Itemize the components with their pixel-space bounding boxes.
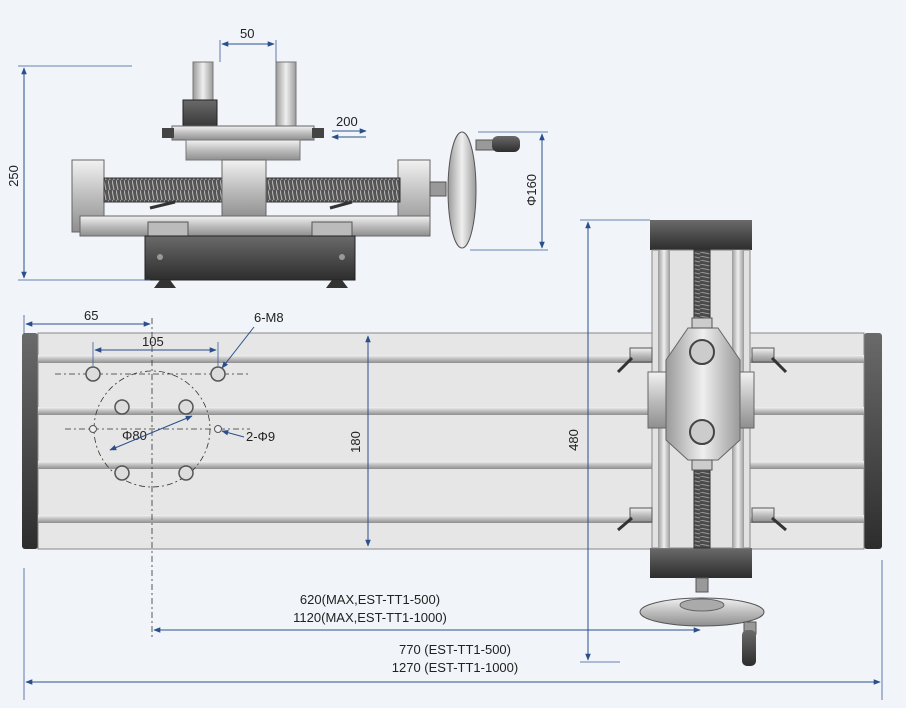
label-travel-1000: 1120(MAX,EST-TT1-1000)	[293, 610, 447, 625]
thread-hole	[85, 366, 101, 382]
lower-jaw	[185, 139, 301, 161]
label-pcd: Φ80	[122, 428, 147, 443]
cross-end-bottom	[650, 548, 752, 578]
label-thread-holes: 6-M8	[254, 310, 284, 325]
foot-right	[326, 280, 348, 288]
cross-dimensions: 480	[566, 219, 650, 663]
cross-handwheel	[639, 597, 765, 627]
cross-end-top	[650, 220, 752, 250]
bottom-dimensions: 620(MAX,EST-TT1-500) 1120(MAX,EST-TT1-10…	[23, 560, 883, 700]
lever-left	[149, 200, 176, 210]
side-view-dimensions: 50 250 200 Φ160	[6, 26, 548, 281]
dim-offset-x: 65	[84, 308, 98, 323]
dim-top-width: 50	[240, 26, 254, 41]
dim-height: 250	[6, 165, 21, 187]
hole-pattern	[55, 318, 250, 640]
handwheel-grip	[492, 136, 520, 152]
dim-stroke: 200	[336, 114, 358, 129]
knob-right	[312, 128, 324, 138]
base-block	[144, 235, 356, 281]
side-view	[71, 61, 520, 288]
knob-left	[162, 128, 174, 138]
t-slot-2	[38, 407, 864, 415]
cross-handwheel-grip	[742, 630, 756, 666]
clamp-bar	[171, 125, 315, 141]
cross-slide	[616, 220, 788, 666]
handwheel	[447, 131, 477, 249]
thread-hole	[178, 399, 194, 415]
pin-hole	[89, 425, 97, 433]
dim-slot-span: 180	[348, 431, 363, 453]
table-end-left	[22, 333, 38, 549]
thread-hole	[210, 366, 226, 382]
label-length-1000: 1270 (EST-TT1-1000)	[392, 660, 518, 675]
base-rail	[79, 215, 431, 237]
table-end-right	[864, 333, 882, 549]
label-travel-500: 620(MAX,EST-TT1-500)	[300, 592, 440, 607]
pin-hole	[214, 425, 222, 433]
dim-hole-pitch: 105	[142, 334, 164, 349]
t-slot-3	[38, 461, 864, 469]
label-length-500: 770 (EST-TT1-500)	[399, 642, 511, 657]
lever-right	[329, 200, 353, 210]
carriage	[221, 159, 267, 219]
thread-hole	[114, 465, 130, 481]
cross-saddle	[665, 327, 741, 461]
label-pin-holes: 2-Φ9	[246, 429, 275, 444]
clamp-foot-left	[147, 221, 189, 237]
thread-hole	[178, 465, 194, 481]
thread-hole	[114, 399, 130, 415]
dim-handwheel: Φ160	[524, 174, 539, 206]
clamp-foot-right	[311, 221, 353, 237]
dim-cross-length: 480	[566, 429, 581, 451]
t-slot-1	[38, 355, 864, 363]
plan-dimensions: 65 105 6-M8 Φ80 2-Φ9 180	[23, 308, 371, 547]
foot-left	[154, 280, 176, 288]
t-slot-4	[38, 515, 864, 523]
